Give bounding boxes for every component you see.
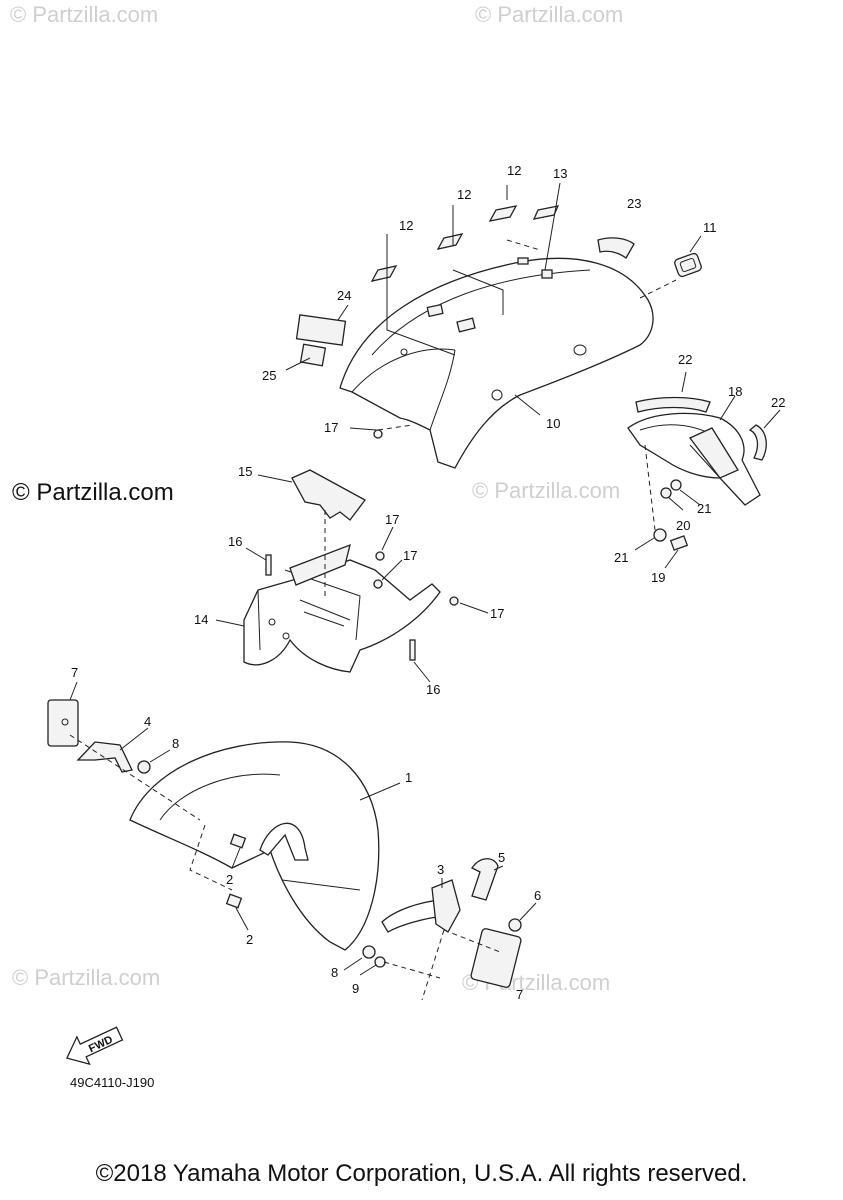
callout-16-a: 16 — [228, 534, 242, 549]
fwd-arrow-icon: FWD — [65, 1026, 124, 1066]
callout-12-c: 12 — [507, 163, 521, 178]
callout-12-a: 12 — [399, 218, 413, 233]
screw-part-17-c — [373, 579, 383, 589]
rear-fender — [339, 257, 654, 469]
callout-8-a: 8 — [172, 736, 179, 751]
pad-part-15 — [291, 469, 366, 521]
reflector-part-7-top — [47, 699, 79, 747]
bolt-part-6 — [508, 918, 522, 932]
callout-4: 4 — [144, 714, 151, 729]
label-part-25 — [299, 343, 327, 367]
callout-21-a: 21 — [697, 501, 711, 516]
bracket-part-4 — [76, 741, 133, 773]
callout-17-b: 17 — [385, 512, 399, 527]
callout-19: 19 — [651, 570, 665, 585]
watermark-middle: © Partzilla.com — [472, 478, 620, 503]
callout-24: 24 — [337, 288, 351, 303]
copyright-notice: ©2018 Yamaha Motor Corporation, U.S.A. A… — [95, 1160, 748, 1187]
callout-18: 18 — [728, 384, 742, 399]
watermark-left: © Partzilla.com — [12, 479, 174, 506]
bolt-part-2-b — [225, 893, 243, 909]
fwd-label: FWD — [87, 1034, 115, 1055]
callout-8-b: 8 — [331, 965, 338, 980]
front-fender-part-1 — [129, 741, 380, 951]
callout-12-b: 12 — [457, 187, 471, 202]
watermark-top-right: © Partzilla.com — [475, 2, 623, 27]
callout-2-b: 2 — [246, 932, 253, 947]
bolt-part-19 — [669, 535, 689, 551]
washer-part-21-b — [653, 528, 667, 542]
callout-17-a: 17 — [324, 420, 338, 435]
screw-part-17-d — [449, 596, 459, 606]
watermark-bottom-left: © Partzilla.com — [12, 965, 160, 990]
callout-15: 15 — [238, 464, 252, 479]
strip-part-22-top — [635, 396, 711, 413]
inner-fender-part-14 — [243, 543, 441, 673]
bracket-part-3 — [431, 879, 461, 933]
callout-10: 10 — [546, 416, 560, 431]
callout-9: 9 — [352, 981, 359, 996]
screw-part-17-b — [375, 551, 385, 561]
callout-16-b: 16 — [426, 682, 440, 697]
clip-part-16-b — [409, 639, 416, 661]
callout-25: 25 — [262, 368, 276, 383]
label-part-24 — [295, 314, 347, 346]
trim-part-23 — [597, 237, 635, 259]
callout-23: 23 — [627, 196, 641, 211]
callout-14: 14 — [194, 612, 208, 627]
callout-21-b: 21 — [614, 550, 628, 565]
nut-part-8-b — [362, 945, 376, 959]
washer-part-21-a — [670, 479, 682, 491]
callout-20: 20 — [676, 518, 690, 533]
callout-11: 11 — [703, 220, 717, 235]
callout-6: 6 — [534, 888, 541, 903]
callout-17-d: 17 — [490, 606, 504, 621]
callout-22-a: 22 — [678, 352, 692, 367]
reflector-part-7-bottom — [470, 928, 522, 988]
clamp-part-5 — [471, 858, 499, 901]
grommet-part-11 — [674, 252, 702, 278]
tail-bracket-part-18 — [627, 412, 761, 506]
washer-part-9 — [374, 956, 386, 968]
callout-13: 13 — [553, 166, 567, 181]
callout-3: 3 — [437, 862, 444, 877]
diagram-code: 49C4110-J190 — [70, 1075, 154, 1090]
clip-part-16-a — [265, 554, 272, 576]
watermark-top-left: © Partzilla.com — [10, 2, 158, 27]
callout-5: 5 — [498, 850, 505, 865]
callout-7-a: 7 — [71, 665, 78, 680]
callout-1: 1 — [405, 770, 412, 785]
nut-part-8-a — [137, 760, 151, 774]
callout-2-a: 2 — [226, 872, 233, 887]
strip-part-22-side — [748, 424, 767, 461]
nut-part-20 — [660, 487, 672, 499]
callout-17-c: 17 — [403, 548, 417, 563]
bolt-part-2-a — [229, 833, 247, 849]
callout-22-b: 22 — [771, 395, 785, 410]
callout-7-b: 7 — [516, 987, 523, 1002]
screw-part-17-a — [373, 429, 383, 439]
